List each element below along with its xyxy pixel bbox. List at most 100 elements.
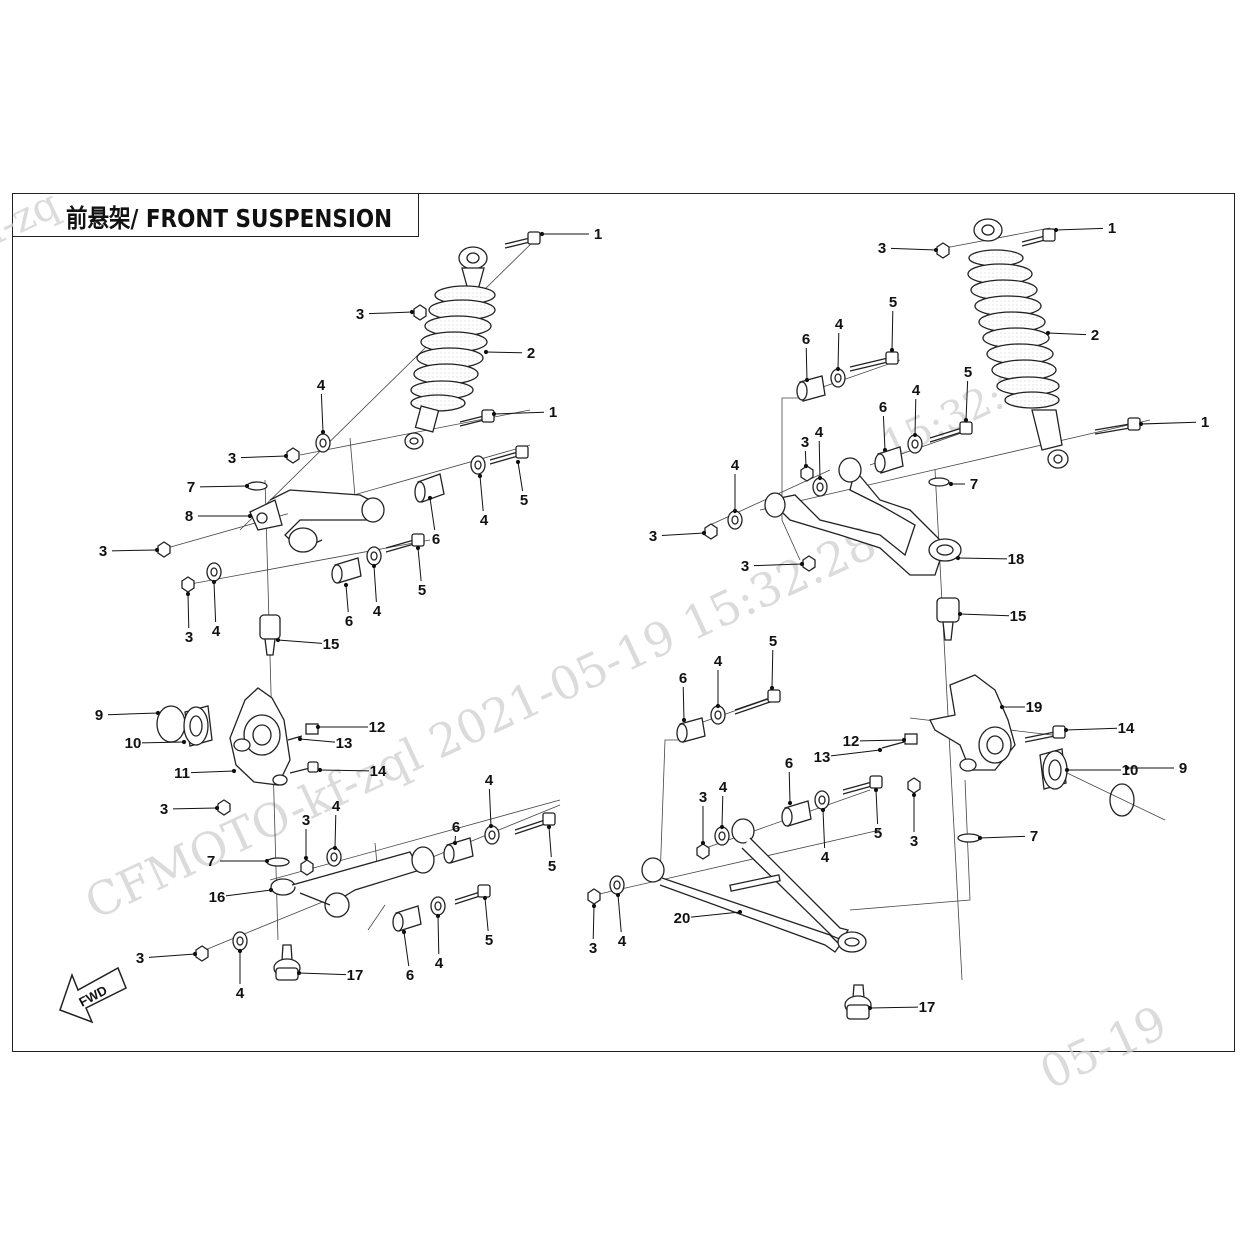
- right-leader-dot-4: [817, 475, 823, 481]
- circlip-lower-left: [266, 857, 290, 867]
- left-callout-3: 3: [302, 812, 310, 829]
- right-leader-dot-19: [999, 704, 1005, 710]
- left-leader-6: [345, 584, 349, 613]
- left-callout-14: 14: [370, 763, 387, 780]
- left-leader-dot-13: [297, 736, 303, 742]
- right-callout-20: 20: [674, 910, 691, 927]
- right-leader-4: [617, 894, 622, 933]
- left-leader-dot-6: [427, 495, 433, 501]
- right-leader-3: [661, 532, 705, 536]
- circlip-upper-right: [928, 477, 950, 487]
- left-callout-11: 11: [174, 765, 190, 782]
- right-leader-dot-3: [591, 903, 597, 909]
- left-leader-11: [190, 770, 235, 774]
- left-leader-dot-12: [315, 724, 321, 730]
- left-leader-dot-9: [155, 710, 161, 716]
- right-callout-1: 1: [1108, 220, 1116, 237]
- diagram-title: 前悬架/ FRONT SUSPENSION: [66, 204, 393, 233]
- right-leader-dot-6: [882, 447, 888, 453]
- right-leader-dot-3: [803, 463, 809, 469]
- left-leader-6: [429, 497, 436, 531]
- left-leader-dot-14: [317, 767, 323, 773]
- circlip-lower-right: [957, 833, 981, 843]
- nuts-left: [157, 304, 427, 962]
- right-leader-dot-10: [1064, 767, 1070, 773]
- right-callout-4: 4: [835, 316, 844, 333]
- right-leader-dot-14: [1063, 727, 1069, 733]
- left-callout-6: 6: [406, 967, 414, 984]
- left-leader-4: [373, 565, 377, 603]
- left-leader-dot-16: [268, 887, 274, 893]
- left-callout-4: 4: [480, 512, 489, 529]
- right-callout-15: 15: [1010, 608, 1027, 625]
- right-callout-18: 18: [1008, 551, 1025, 568]
- left-callout-3: 3: [99, 543, 107, 560]
- right-leader-dot-15: [957, 611, 963, 617]
- left-leader-dot-11: [231, 768, 237, 774]
- right-callout-4: 4: [714, 653, 723, 670]
- left-leader-dot-1: [539, 231, 545, 237]
- right-leader-dot-3: [701, 530, 707, 536]
- left-leader-dot-3: [283, 453, 289, 459]
- right-callout-3: 3: [699, 789, 707, 806]
- right-leader-dot-5: [769, 685, 775, 691]
- left-leader-3: [240, 455, 287, 459]
- right-callout-17: 17: [919, 999, 936, 1016]
- right-callout-3: 3: [649, 528, 657, 545]
- right-leader-6: [682, 686, 685, 721]
- right-assembly: [587, 218, 1166, 1020]
- left-callout-16: 16: [209, 889, 226, 906]
- left-callout-4: 4: [236, 985, 245, 1002]
- right-callout-4: 4: [821, 849, 830, 866]
- right-leader-dot-9: [1124, 765, 1130, 771]
- right-callout-5: 5: [874, 825, 882, 842]
- right-callout-1: 1: [1201, 414, 1209, 431]
- left-callout-3: 3: [228, 450, 236, 467]
- right-leader-dot-4: [615, 892, 621, 898]
- left-leader-16: [225, 889, 272, 897]
- left-leader-dot-4: [435, 913, 441, 919]
- right-leader-13: [830, 749, 881, 757]
- left-leader-14: [319, 769, 370, 772]
- right-callout-4: 4: [815, 424, 824, 441]
- left-callout-5: 5: [418, 582, 426, 599]
- title-box: [12, 193, 419, 237]
- left-leader-4: [334, 814, 337, 849]
- left-callout-6: 6: [345, 613, 353, 630]
- left-leader-dot-2: [483, 349, 489, 355]
- fwd-arrow: [59, 966, 127, 1024]
- left-callout-6: 6: [452, 819, 460, 836]
- left-leader-3: [368, 311, 413, 315]
- right-callout-3: 3: [801, 434, 809, 451]
- cotter-pin-right: [881, 741, 905, 749]
- left-leader-dot-5: [515, 459, 521, 465]
- right-leader-dot-1: [1138, 421, 1144, 427]
- right-leader-12: [859, 739, 905, 742]
- right-leader-dot-7: [948, 481, 954, 487]
- circlip-upper-left: [246, 481, 268, 491]
- right-leader-dot-4: [820, 807, 826, 813]
- right-callout-10: 10: [1122, 762, 1139, 779]
- right-leader-dot-5: [889, 347, 895, 353]
- left-leader-dot-8: [247, 513, 253, 519]
- left-leader-dot-4: [211, 579, 217, 585]
- watermark-top-left: f-zq: [0, 181, 66, 254]
- right-callout-13: 13: [814, 749, 831, 766]
- left-callout-1: 1: [594, 226, 602, 243]
- left-leader-15: [277, 639, 323, 644]
- right-leader-dot-4: [912, 432, 918, 438]
- right-leader-14: [1065, 727, 1118, 731]
- left-callout-4: 4: [485, 772, 494, 789]
- right-callout-14: 14: [1118, 720, 1135, 737]
- right-leader-3: [804, 450, 807, 467]
- right-callout-3: 3: [589, 940, 597, 957]
- right-callout-3: 3: [910, 833, 918, 850]
- left-leader-dot-4: [237, 948, 243, 954]
- left-leader-dot-4: [371, 563, 377, 569]
- right-leader-dot-3: [799, 561, 805, 567]
- ball-joint-lower-left: [273, 944, 301, 981]
- left-callout-17: 17: [347, 967, 364, 984]
- left-leader-dot-10: [181, 739, 187, 745]
- shock-absorber-left: [404, 246, 496, 450]
